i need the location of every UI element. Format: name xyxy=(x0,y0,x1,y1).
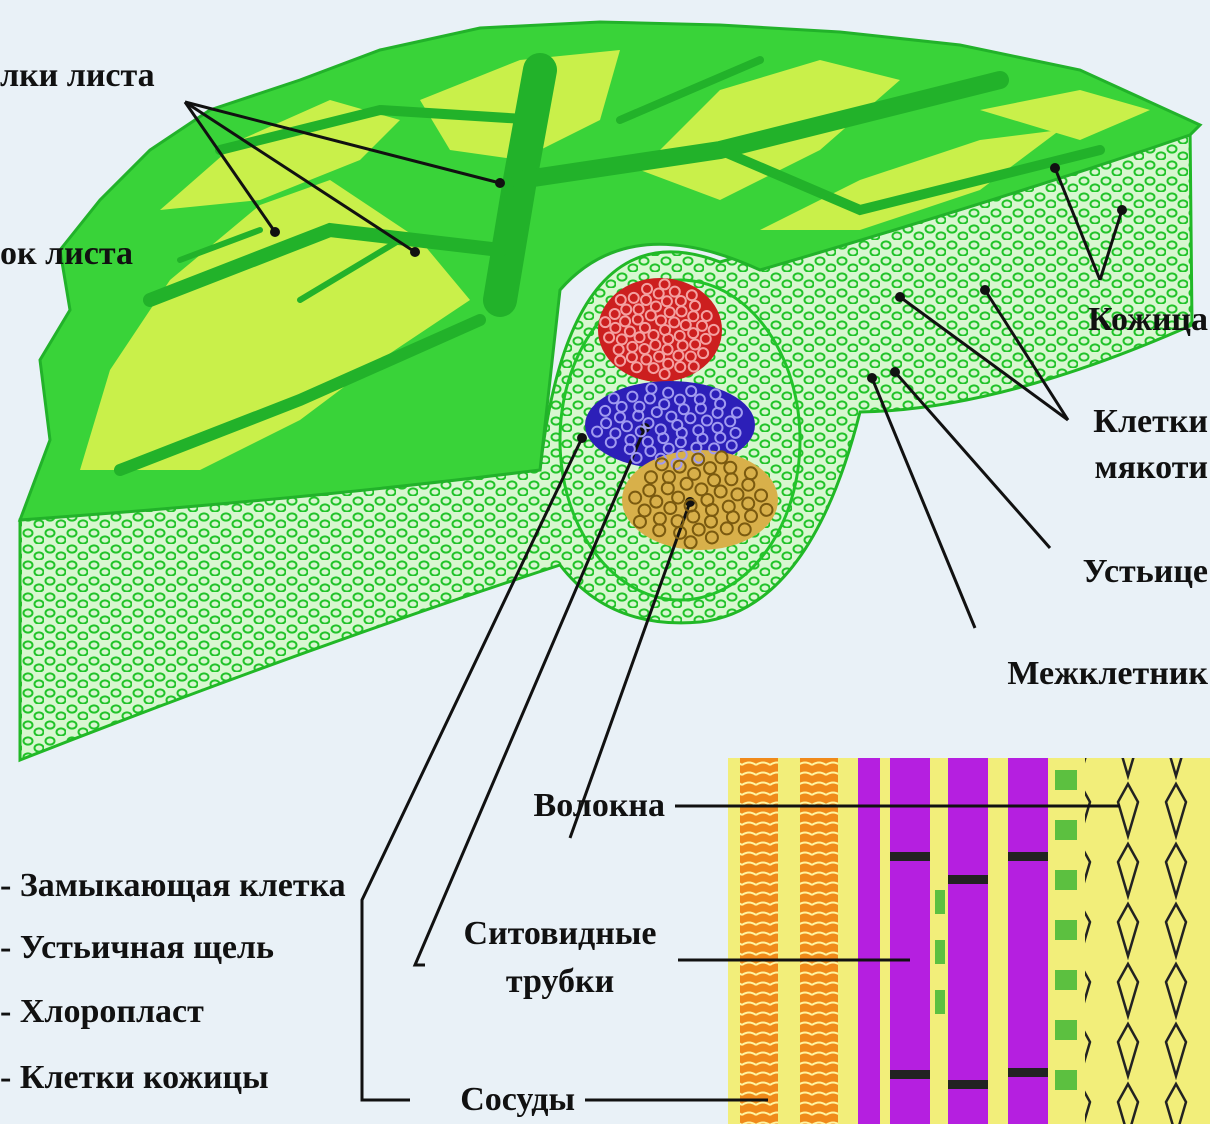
legend-item: - Устьичная щель xyxy=(0,929,274,966)
label-stoma: Устьице xyxy=(1083,553,1208,590)
sieve-tube xyxy=(890,758,930,1124)
legend-item: - Клетки кожицы xyxy=(0,1059,269,1096)
legend-item: - Замыкающая клетка xyxy=(0,867,346,904)
legend: - Замыкающая клетка - Устьичная щель - Х… xyxy=(0,867,346,1096)
vessel-spiral xyxy=(800,758,838,1124)
label-sieve-tubes-line1: Ситовидные xyxy=(464,915,657,952)
sieve-tube xyxy=(948,758,988,1124)
label-mesophyll-line1: Клетки xyxy=(1093,403,1208,440)
label-intercellular: Межклетник xyxy=(1007,655,1208,692)
tissue-inset xyxy=(728,758,1210,1124)
label-blade: ок листа xyxy=(0,235,133,272)
vessel-spiral xyxy=(740,758,778,1124)
label-veins: лки листа xyxy=(0,57,155,94)
label-mesophyll-line2: мякоти xyxy=(1094,449,1208,486)
fiber-column xyxy=(1085,758,1210,1124)
sieve-tube xyxy=(858,758,880,1124)
label-fibers: Волокна xyxy=(534,787,665,824)
label-sieve-tubes-line2: трубки xyxy=(506,963,614,1000)
label-epidermis: Кожица xyxy=(1088,301,1208,338)
legend-item: - Хлоропласт xyxy=(0,993,204,1030)
label-vessels: Сосуды xyxy=(460,1081,575,1118)
